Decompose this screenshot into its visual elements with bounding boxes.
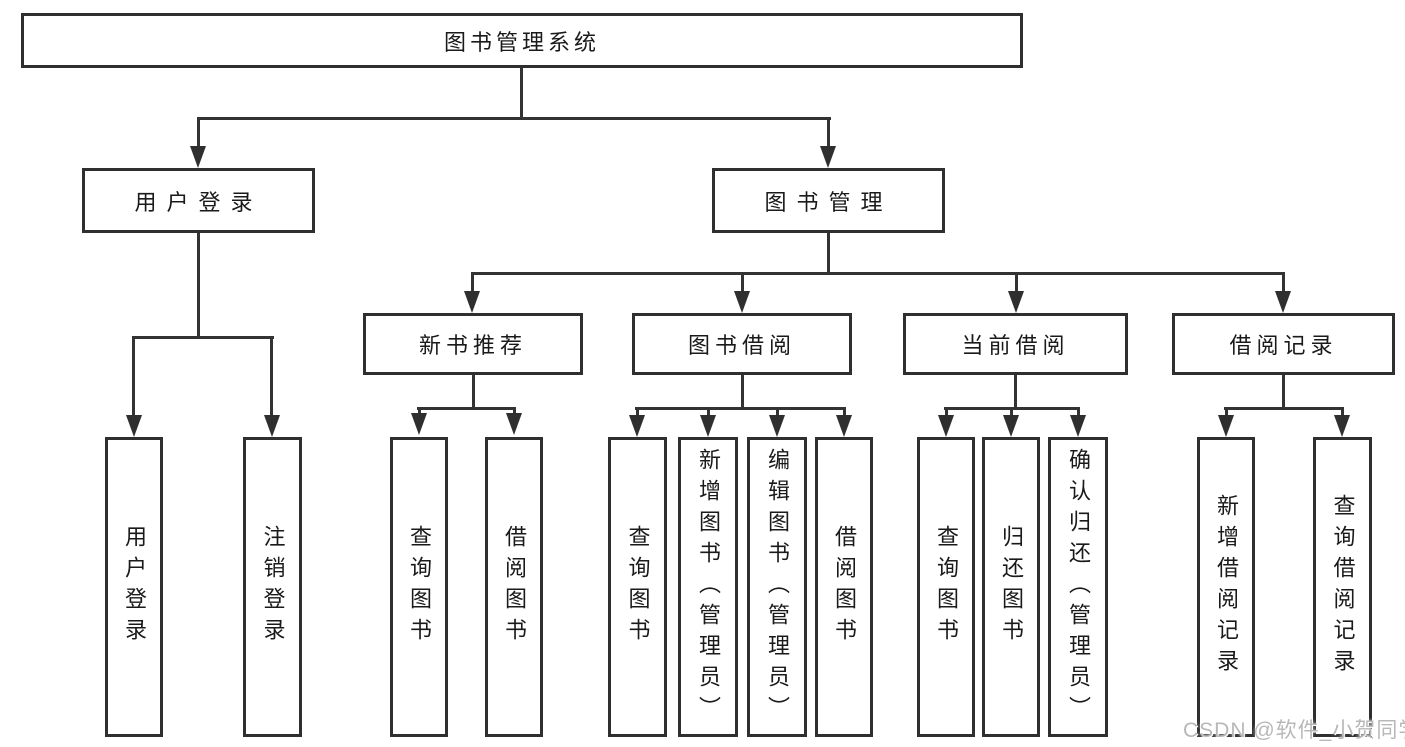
connector-line <box>635 407 845 410</box>
arrowhead-icon <box>836 415 852 437</box>
arrowhead-icon <box>820 146 836 168</box>
arrowhead-icon <box>126 415 142 437</box>
connector-line <box>776 407 779 419</box>
connector-line <box>132 336 135 418</box>
connector-line <box>843 407 846 419</box>
leaf-edit-book-admin: 编辑图书（管理员） <box>747 437 807 737</box>
connector-line <box>827 117 830 149</box>
connector-line <box>197 117 200 149</box>
connector-line <box>418 407 421 417</box>
arrowhead-icon <box>190 146 206 168</box>
connector-line <box>1282 375 1285 410</box>
connector-line <box>197 117 831 120</box>
arrowhead-icon <box>1218 415 1234 437</box>
node-library-system-label: 图书管理系统 <box>443 29 600 55</box>
arrowhead-icon <box>629 415 645 437</box>
leaf-borrow-query-books-label: 查询图书 <box>625 525 651 649</box>
arrowhead-icon <box>769 415 785 437</box>
leaf-return-books: 归还图书 <box>982 437 1040 737</box>
connector-line <box>1341 407 1344 419</box>
connector-line <box>1014 375 1017 410</box>
connector-line <box>270 336 273 418</box>
leaf-add-book-admin: 新增图书（管理员） <box>678 437 738 737</box>
connector-line <box>1282 272 1285 294</box>
connector-line <box>472 375 475 410</box>
leaf-logout-label: 注销登录 <box>260 525 286 649</box>
connector-line <box>636 407 639 419</box>
node-user-login-label: 用户登录 <box>134 189 263 215</box>
node-book-management-label: 图书管理 <box>764 189 893 215</box>
connector-line <box>741 375 744 410</box>
arrowhead-icon <box>506 413 522 435</box>
leaf-recommend-query-books: 查询图书 <box>390 437 448 737</box>
leaf-logout: 注销登录 <box>243 437 302 737</box>
node-library-system: 图书管理系统 <box>21 13 1023 68</box>
leaf-return-books-label: 归还图书 <box>999 525 1024 649</box>
connector-line <box>1010 407 1013 419</box>
arrowhead-icon <box>411 413 427 435</box>
node-borrowing-records: 借阅记录 <box>1172 313 1395 375</box>
connector-line <box>417 407 516 410</box>
leaf-confirm-return-admin: 确认归还（管理员） <box>1048 437 1108 737</box>
connector-line <box>945 407 948 419</box>
node-book-borrowing-label: 图书借阅 <box>687 333 796 358</box>
leaf-recommend-borrow-books: 借阅图书 <box>485 437 543 737</box>
arrowhead-icon <box>1070 415 1086 437</box>
leaf-confirm-return-admin-label: 确认归还（管理员） <box>1066 447 1091 727</box>
leaf-edit-book-admin-label: 编辑图书（管理员） <box>765 447 790 727</box>
connector-line <box>741 272 744 294</box>
leaf-add-book-admin-label: 新增图书（管理员） <box>696 447 721 727</box>
leaf-borrow-query-books: 查询图书 <box>608 437 667 737</box>
node-current-borrowing-label: 当前借阅 <box>961 333 1070 358</box>
arrowhead-icon <box>700 415 716 437</box>
arrowhead-icon <box>734 291 750 313</box>
connector-line <box>1225 407 1228 419</box>
leaf-current-query-books: 查询图书 <box>917 437 975 737</box>
node-current-borrowing: 当前借阅 <box>903 313 1128 375</box>
node-new-book-recommend: 新书推荐 <box>363 313 583 375</box>
leaf-recommend-borrow-books-label: 借阅图书 <box>502 525 527 649</box>
arrowhead-icon <box>464 291 480 313</box>
arrowhead-icon <box>1003 415 1019 437</box>
leaf-add-borrow-record-label: 新增借阅记录 <box>1214 494 1239 680</box>
leaf-add-borrow-record: 新增借阅记录 <box>1197 437 1255 737</box>
connector-line <box>197 233 200 338</box>
arrowhead-icon <box>1334 415 1350 437</box>
connector-line <box>471 272 474 294</box>
leaf-user-login: 用户登录 <box>105 437 163 737</box>
csdn-watermark: CSDN @软件_小贺同学 <box>1183 719 1405 742</box>
arrowhead-icon <box>1008 291 1024 313</box>
connector-line <box>1077 407 1080 419</box>
connector-line <box>513 407 516 417</box>
connector-line <box>707 407 710 419</box>
leaf-borrow-borrow-books: 借阅图书 <box>815 437 873 737</box>
leaf-current-query-books-label: 查询图书 <box>934 525 959 649</box>
node-borrowing-records-label: 借阅记录 <box>1229 333 1338 358</box>
node-book-management: 图书管理 <box>712 168 945 233</box>
connector-line <box>827 233 830 275</box>
arrowhead-icon <box>938 415 954 437</box>
leaf-borrow-borrow-books-label: 借阅图书 <box>832 525 857 649</box>
arrowhead-icon <box>1275 291 1291 313</box>
connector-line <box>471 272 1285 275</box>
arrowhead-icon <box>264 415 280 437</box>
leaf-query-borrow-record: 查询借阅记录 <box>1313 437 1372 737</box>
connector-line <box>1224 407 1343 410</box>
node-book-borrowing: 图书借阅 <box>632 313 852 375</box>
leaf-user-login-label: 用户登录 <box>122 525 147 649</box>
leaf-query-borrow-record-label: 查询借阅记录 <box>1330 494 1356 680</box>
connector-line <box>520 66 523 119</box>
connector-line <box>1015 272 1018 294</box>
leaf-recommend-query-books-label: 查询图书 <box>407 525 432 649</box>
connector-line <box>133 336 274 339</box>
node-new-book-recommend-label: 新书推荐 <box>418 333 527 358</box>
node-user-login: 用户登录 <box>82 168 315 233</box>
